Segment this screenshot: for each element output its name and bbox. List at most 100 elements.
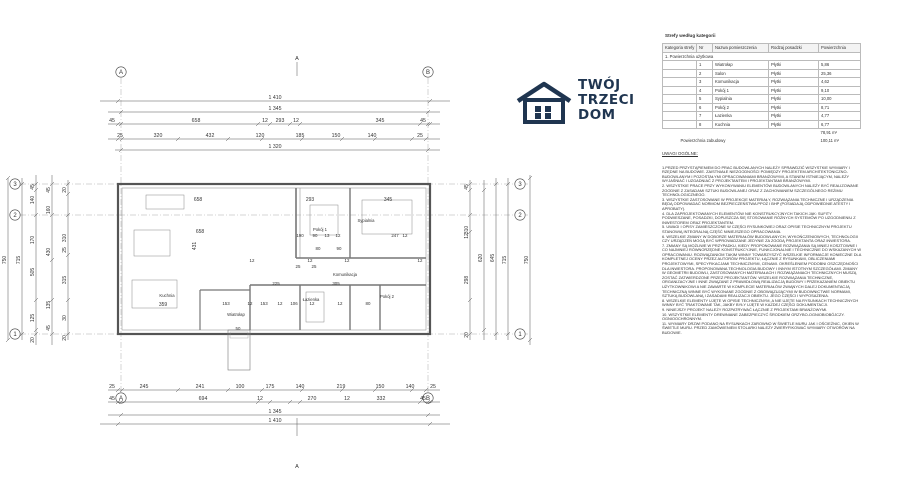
dim-label: 140	[368, 133, 377, 139]
inner-dim-label: 153	[222, 301, 230, 306]
dim-label: 715	[502, 256, 508, 265]
dim-tick	[527, 337, 533, 343]
table-cell	[662, 94, 697, 104]
area-label: 658	[194, 197, 203, 203]
dim-tick	[493, 181, 499, 187]
grid-bubble	[514, 178, 526, 190]
note-item: 1.PRZED PRZYSTĄPIENIEM DO PRAC BUDOWLANY…	[662, 164, 850, 184]
dim-label: 20	[464, 332, 470, 338]
dim-label: 170	[30, 236, 36, 245]
grid-bubble	[115, 66, 127, 78]
table-cell: Łazienka	[712, 111, 769, 121]
dim-tick	[65, 181, 71, 187]
dim-tick	[427, 399, 433, 405]
dim-tick	[19, 331, 25, 337]
dim-tick	[115, 421, 121, 427]
table-cell	[662, 68, 697, 78]
header-cell: Nazwa pomieszczenia	[712, 43, 769, 53]
general-notes: UWAGI OGÓLNE: 1.PRZED PRZYSTĄPIENIEM DO …	[662, 151, 862, 336]
dim-label: 20	[62, 187, 68, 193]
dim-tick	[115, 399, 121, 405]
dining-table	[133, 229, 171, 257]
inner-dim-label: 12	[278, 301, 283, 306]
dim-label: 45	[30, 184, 36, 190]
note-item: 2. WSZYSTKIE PRACE PRZY WYKONYWANIU ELEM…	[662, 182, 859, 198]
dim-tick	[119, 387, 125, 393]
section-mark-a: A	[295, 464, 299, 470]
step	[229, 331, 249, 339]
inner-dim-label: 12	[250, 258, 255, 263]
dim-tick	[49, 181, 55, 187]
dim-label: 20	[62, 335, 68, 341]
note-item: 3. WSZYSTKIE ZASTOSOWANE W PROJEKCIE MAT…	[662, 196, 854, 211]
dim-tick	[425, 121, 431, 127]
table-cell: Płytki	[768, 94, 819, 104]
dim-tick	[423, 387, 429, 393]
dim-label: 241	[196, 384, 205, 390]
dim-tick	[33, 331, 39, 337]
note-item: 5. UWAGI I OPISY ZAMIESZCZONE W CZĘŚCI R…	[662, 224, 852, 234]
table-sum-row: 78,91 m²	[663, 129, 861, 137]
dim-tick	[425, 109, 431, 115]
bed-2	[361, 199, 413, 235]
built-area: 100,11 m²	[820, 137, 840, 143]
note-item: 9. NINIEJSZY PROJEKT NALEŻY ROZPATRYWAĆ …	[662, 307, 828, 312]
grid-bubble-label: 2	[13, 213, 17, 219]
room-label: Kuchnia	[159, 293, 175, 298]
sum-area: 78,91 m²	[820, 130, 838, 136]
table-cell	[662, 111, 697, 121]
dim-label: 150	[376, 384, 385, 390]
dim-tick	[427, 121, 433, 127]
room-label: Łazienka	[303, 297, 320, 302]
inner-dim-label: 25	[296, 264, 301, 269]
table-cell: 7	[696, 111, 713, 121]
inner-dim-label: 153	[260, 301, 268, 306]
dim-tick	[115, 136, 121, 142]
brand-logo: TWÓJ TRZECI DOM	[578, 78, 635, 123]
dim-tick	[467, 212, 473, 218]
grid-bubble-label: 3	[518, 182, 522, 188]
dim-tick	[409, 387, 415, 393]
table-cell: Płytki	[768, 119, 819, 129]
logo-line-1: TWÓJ	[578, 77, 621, 93]
area-label: 359	[159, 302, 168, 308]
dim-tick	[409, 136, 415, 142]
table-cell: 4,62	[818, 77, 861, 87]
dim-label: 135	[46, 301, 52, 310]
room-label: Pokój 1	[313, 227, 328, 232]
grid-bubble-label: B	[426, 70, 430, 76]
dim-label: 45	[46, 187, 52, 193]
dim-tick	[481, 327, 487, 333]
table-cell: 6,77	[818, 119, 861, 129]
dim-tick	[65, 252, 71, 258]
inner-dim-label: 12	[336, 233, 341, 238]
entrance-steps	[227, 329, 251, 371]
grid-bubble	[115, 392, 127, 404]
table-cell: 8,71	[818, 102, 861, 112]
header-cell: Rodzaj posadzki	[768, 43, 819, 53]
dim-label: 45	[420, 118, 426, 124]
interior-outline	[121, 187, 427, 331]
dim-tick	[49, 257, 55, 263]
inner-dim-label: 106	[290, 301, 298, 306]
dim-label: 45	[109, 118, 115, 124]
dim-tick	[299, 136, 305, 142]
table-header-row: Kategoria strefy Nr Nazwa pomieszczenia …	[662, 43, 861, 53]
dim-tick	[467, 297, 473, 303]
dim-mid: 1 345	[269, 409, 282, 415]
dim-label: 20	[30, 337, 36, 343]
dim-tick	[481, 187, 487, 193]
dim-label: 694	[199, 396, 208, 402]
inner-dim-label: 12	[418, 258, 423, 263]
kitchen-counter	[131, 279, 178, 309]
grid-bubble	[9, 209, 21, 221]
dim-overall: 1 410	[269, 418, 282, 424]
dim-label: 658	[192, 118, 201, 124]
dim-tick	[33, 181, 39, 187]
header-cell: Powierzchnia	[818, 43, 861, 53]
dim-label: 175	[266, 384, 275, 390]
